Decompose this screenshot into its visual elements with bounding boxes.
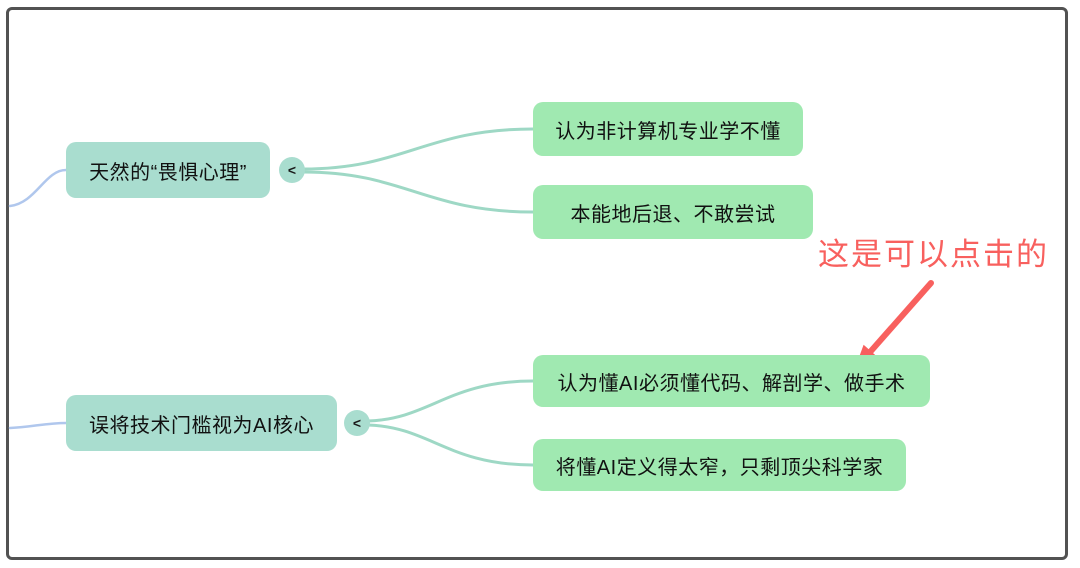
node-label: 将懂AI定义得太窄，只剩顶尖科学家 — [555, 456, 884, 479]
annotation-clickable-label: 这是可以点击的 — [818, 237, 1049, 272]
node-label: 误将技术门槛视为AI核心 — [89, 414, 314, 437]
node-instinct-retreat[interactable]: 本能地后退、不敢尝试 — [533, 185, 813, 239]
node-fear-psychology[interactable]: 天然的“畏惧心理” — [66, 142, 270, 198]
node-tech-threshold-as-ai-core[interactable]: 误将技术门槛视为AI核心 — [66, 395, 337, 451]
collapse-button-branch1[interactable]: < — [279, 157, 305, 183]
node-label: 认为非计算机专业学不懂 — [555, 120, 781, 143]
node-ai-requires-code-surgery[interactable]: 认为懂AI必须懂代码、解剖学、做手术 — [533, 355, 930, 407]
node-label: 认为懂AI必须懂代码、解剖学、做手术 — [557, 372, 906, 395]
node-label: 天然的“畏惧心理” — [89, 161, 247, 184]
node-non-cs-major-cant-learn[interactable]: 认为非计算机专业学不懂 — [533, 102, 803, 156]
node-ai-definition-too-narrow[interactable]: 将懂AI定义得太窄，只剩顶尖科学家 — [533, 439, 906, 491]
node-label: 本能地后退、不敢尝试 — [570, 203, 776, 226]
collapse-button-branch2[interactable]: < — [344, 410, 370, 436]
